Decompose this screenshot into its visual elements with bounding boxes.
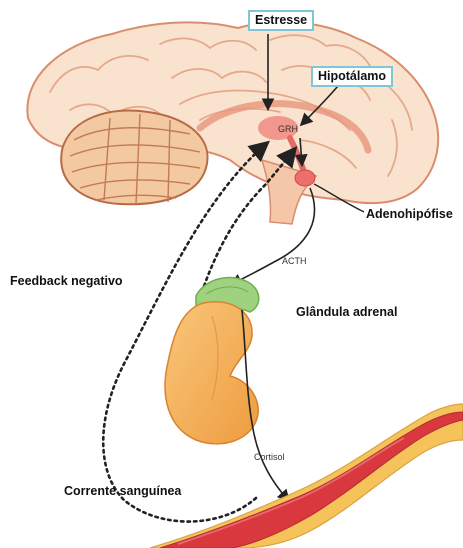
feedback-label: Feedback negativo — [10, 274, 123, 288]
kidney — [165, 302, 258, 444]
bloodstream-label: Corrente sanguínea — [64, 484, 181, 498]
cortisol-label: Cortisol — [254, 452, 285, 462]
adenohipofise-label: Adenohipófise — [366, 207, 453, 221]
stress-label: Estresse — [248, 10, 314, 31]
grh-label: GRH — [278, 124, 298, 134]
cerebellum — [61, 111, 207, 205]
acth-label: ACTH — [282, 256, 307, 266]
hypothalamus-label: Hipotálamo — [311, 66, 393, 87]
adrenal-gland-label: Glândula adrenal — [296, 305, 397, 319]
